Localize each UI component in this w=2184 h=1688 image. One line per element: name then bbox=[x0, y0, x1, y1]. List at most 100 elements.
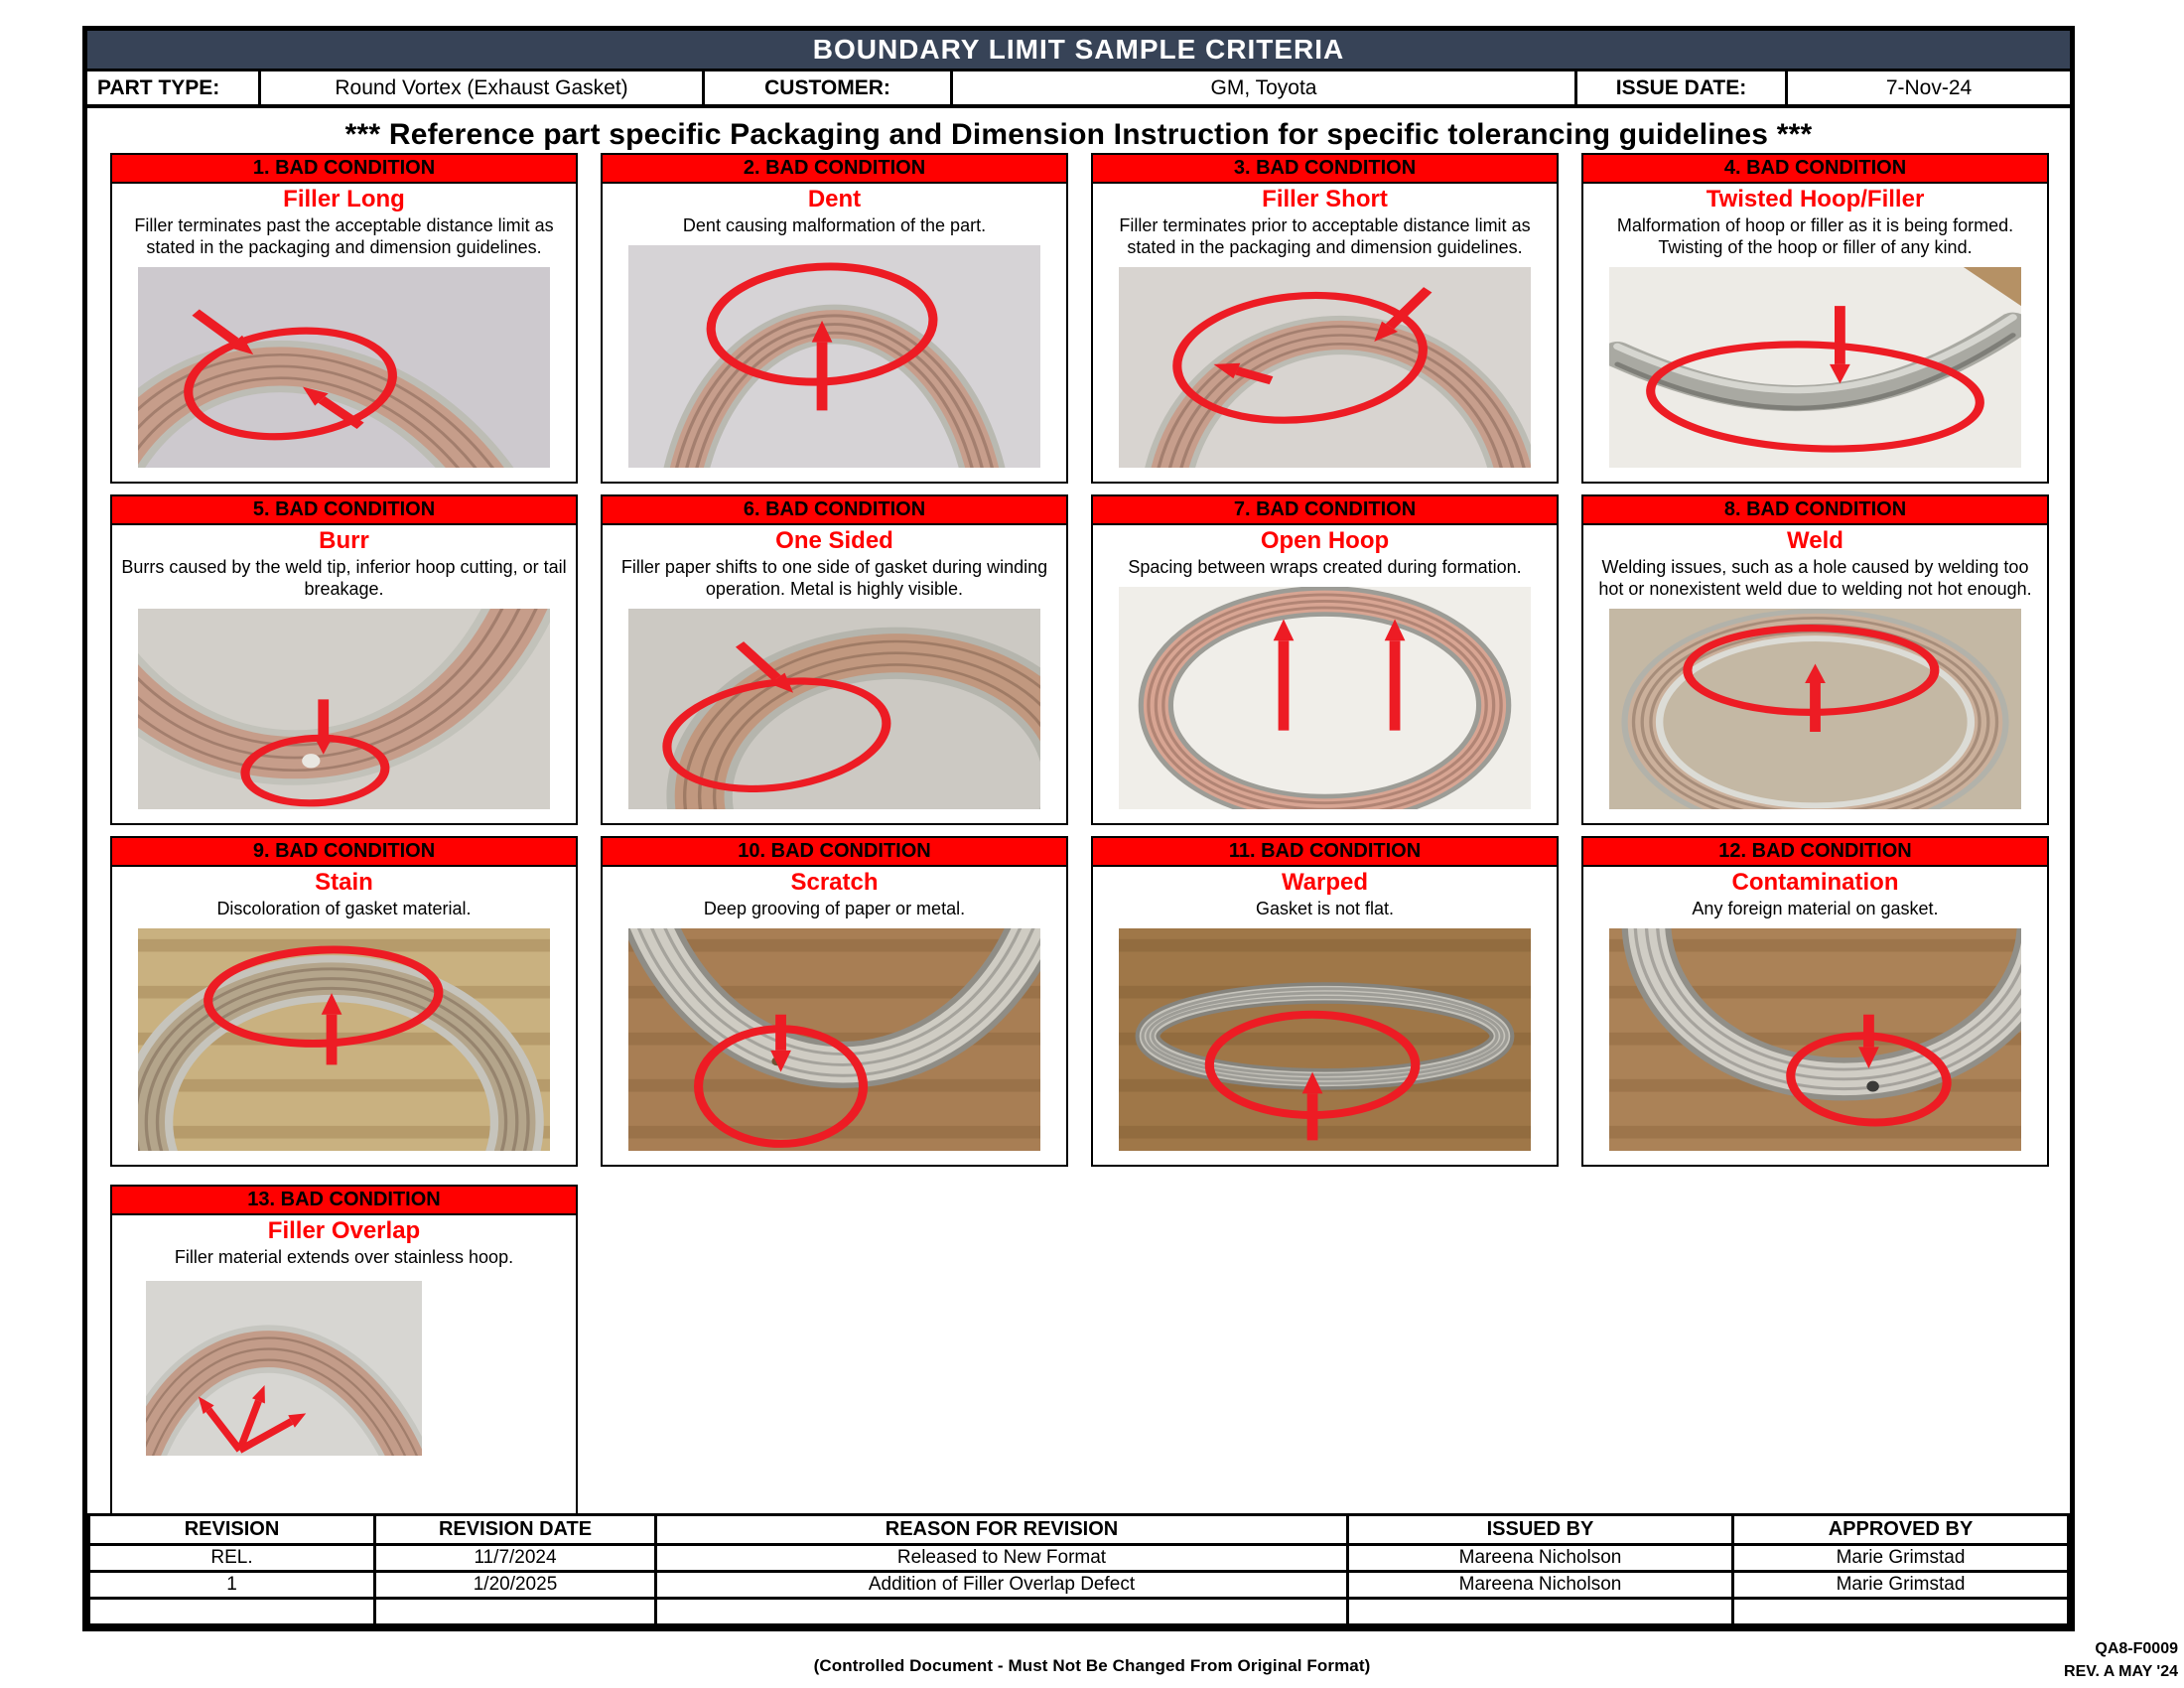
form-identifier: QA8-F0009 REV. A MAY '24 bbox=[2064, 1637, 2178, 1683]
card-header: 6. BAD CONDITION bbox=[603, 496, 1066, 525]
card-description: Dent causing malformation of the part. bbox=[682, 214, 987, 235]
bad-condition-card: 4. BAD CONDITION Twisted Hoop/Filler Mal… bbox=[1581, 153, 2049, 484]
card-header: 2. BAD CONDITION bbox=[603, 155, 1066, 184]
card-header: 12. BAD CONDITION bbox=[1583, 838, 2047, 867]
bad-condition-card: 3. BAD CONDITION Filler Short Filler ter… bbox=[1091, 153, 1559, 484]
card-description: Malformation of hoop or filler as it is … bbox=[1616, 214, 2014, 257]
card-header: 7. BAD CONDITION bbox=[1093, 496, 1557, 525]
col-header-issued-by: ISSUED BY bbox=[1346, 1513, 1734, 1546]
table-cell: REL. bbox=[87, 1543, 376, 1573]
defect-photo bbox=[1609, 608, 2021, 809]
reference-note: *** Reference part specific Packaging an… bbox=[344, 118, 1813, 151]
part-type-value: Round Vortex (Exhaust Gasket) bbox=[261, 71, 705, 104]
bad-condition-card: 10. BAD CONDITION Scratch Deep grooving … bbox=[601, 836, 1068, 1167]
issue-date-label: ISSUE DATE: bbox=[1577, 71, 1788, 104]
table-cell: 11/7/2024 bbox=[373, 1543, 657, 1573]
card-title: Scratch bbox=[790, 869, 879, 896]
defect-photo bbox=[1609, 927, 2021, 1151]
table-cell: Released to New Format bbox=[654, 1543, 1349, 1573]
table-cell: Marie Grimstad bbox=[1731, 1570, 2070, 1600]
table-cell: Addition of Filler Overlap Defect bbox=[654, 1570, 1349, 1600]
bad-condition-card: 5. BAD CONDITION Burr Burrs caused by th… bbox=[110, 494, 578, 825]
revision-table: REVISION REVISION DATE REASON FOR REVISI… bbox=[87, 1513, 2070, 1626]
defect-photo bbox=[138, 266, 550, 468]
criteria-document: BOUNDARY LIMIT SAMPLE CRITERIA PART TYPE… bbox=[82, 26, 2075, 1631]
col-header-revision: REVISION bbox=[87, 1513, 376, 1546]
col-header-reason: REASON FOR REVISION bbox=[654, 1513, 1349, 1546]
card-header: 1. BAD CONDITION bbox=[112, 155, 576, 184]
card-description: Deep grooving of paper or metal. bbox=[703, 898, 966, 918]
card-description: Discoloration of gasket material. bbox=[216, 898, 472, 918]
customer-value: GM, Toyota bbox=[953, 71, 1577, 104]
table-cell bbox=[1731, 1597, 2070, 1626]
issue-date-value: 7-Nov-24 bbox=[1885, 75, 1973, 99]
defect-photo bbox=[138, 927, 550, 1151]
card-header: 5. BAD CONDITION bbox=[112, 496, 576, 525]
card-header: 3. BAD CONDITION bbox=[1093, 155, 1557, 184]
card-title: Burr bbox=[319, 527, 369, 554]
card-title: Filler Long bbox=[283, 186, 405, 212]
card-title: Dent bbox=[807, 186, 862, 212]
defect-photo bbox=[146, 1280, 422, 1456]
defect-photo bbox=[1119, 927, 1531, 1151]
revision-header-row: REVISION REVISION DATE REASON FOR REVISI… bbox=[87, 1513, 2070, 1546]
card-title: Warped bbox=[1281, 869, 1369, 896]
card-header: 13. BAD CONDITION bbox=[112, 1187, 576, 1215]
card-description: Spacing between wraps created during for… bbox=[1128, 556, 1522, 577]
part-type-label: PART TYPE: bbox=[87, 71, 261, 104]
card-header: 9. BAD CONDITION bbox=[112, 838, 576, 867]
card-title: Open Hoop bbox=[1260, 527, 1390, 554]
bad-condition-card: 8. BAD CONDITION Weld Welding issues, su… bbox=[1581, 494, 2049, 825]
table-row bbox=[87, 1597, 2070, 1626]
card-description: Welding issues, such as a hole caused by… bbox=[1598, 556, 2032, 599]
form-revision: REV. A MAY '24 bbox=[2064, 1663, 2178, 1681]
card-header: 4. BAD CONDITION bbox=[1583, 155, 2047, 184]
table-cell: Mareena Nicholson bbox=[1346, 1543, 1734, 1573]
card-title: Weld bbox=[1787, 527, 1843, 554]
table-cell: Mareena Nicholson bbox=[1346, 1570, 1734, 1600]
card-description: Filler material extends over stainless h… bbox=[174, 1246, 514, 1267]
card-title: Filler Overlap bbox=[267, 1217, 421, 1244]
table-cell bbox=[87, 1597, 376, 1626]
col-header-approved-by: APPROVED BY bbox=[1731, 1513, 2070, 1546]
table-cell: 1 bbox=[87, 1570, 376, 1600]
card-description: Filler terminates prior to acceptable di… bbox=[1119, 214, 1531, 257]
bad-condition-card: 13. BAD CONDITION Filler Overlap Filler … bbox=[110, 1185, 578, 1515]
defect-photo bbox=[628, 608, 1040, 809]
card-title: One Sided bbox=[775, 527, 893, 554]
card-title: Stain bbox=[315, 869, 373, 896]
card-description: Any foreign material on gasket. bbox=[1692, 898, 1939, 918]
table-cell: 1/20/2025 bbox=[373, 1570, 657, 1600]
card-title: Filler Short bbox=[1262, 186, 1388, 212]
bad-condition-card: 1. BAD CONDITION Filler Long Filler term… bbox=[110, 153, 578, 484]
card-description: Burrs caused by the weld tip, inferior h… bbox=[121, 556, 567, 599]
defect-photo bbox=[1609, 266, 2021, 468]
controlled-document-note: (Controlled Document - Must Not Be Chang… bbox=[813, 1656, 1371, 1675]
bad-condition-card: 9. BAD CONDITION Stain Discoloration of … bbox=[110, 836, 578, 1167]
form-number: QA8-F0009 bbox=[2095, 1640, 2178, 1657]
card-description: Filler paper shifts to one side of gaske… bbox=[620, 556, 1048, 599]
col-header-revision-date: REVISION DATE bbox=[373, 1513, 657, 1546]
bad-condition-card: 2. BAD CONDITION Dent Dent causing malfo… bbox=[601, 153, 1068, 484]
header-fields-row: PART TYPE: Round Vortex (Exhaust Gasket)… bbox=[87, 71, 2070, 108]
table-cell bbox=[1346, 1597, 1734, 1626]
bad-condition-card: 7. BAD CONDITION Open Hoop Spacing betwe… bbox=[1091, 494, 1559, 825]
table-cell: Marie Grimstad bbox=[1731, 1543, 2070, 1573]
defect-photo bbox=[138, 608, 550, 809]
card-header: 10. BAD CONDITION bbox=[603, 838, 1066, 867]
bad-condition-card: 12. BAD CONDITION Contamination Any fore… bbox=[1581, 836, 2049, 1167]
card-header: 11. BAD CONDITION bbox=[1093, 838, 1557, 867]
customer-label: CUSTOMER: bbox=[705, 71, 953, 104]
card-header: 8. BAD CONDITION bbox=[1583, 496, 2047, 525]
defect-photo bbox=[1119, 266, 1531, 468]
document-title: BOUNDARY LIMIT SAMPLE CRITERIA bbox=[812, 34, 1345, 65]
defect-photo bbox=[628, 927, 1040, 1151]
table-cell bbox=[373, 1597, 657, 1626]
card-description: Filler terminates past the acceptable di… bbox=[134, 214, 554, 257]
table-cell bbox=[654, 1597, 1349, 1626]
card-description: Gasket is not flat. bbox=[1255, 898, 1395, 918]
